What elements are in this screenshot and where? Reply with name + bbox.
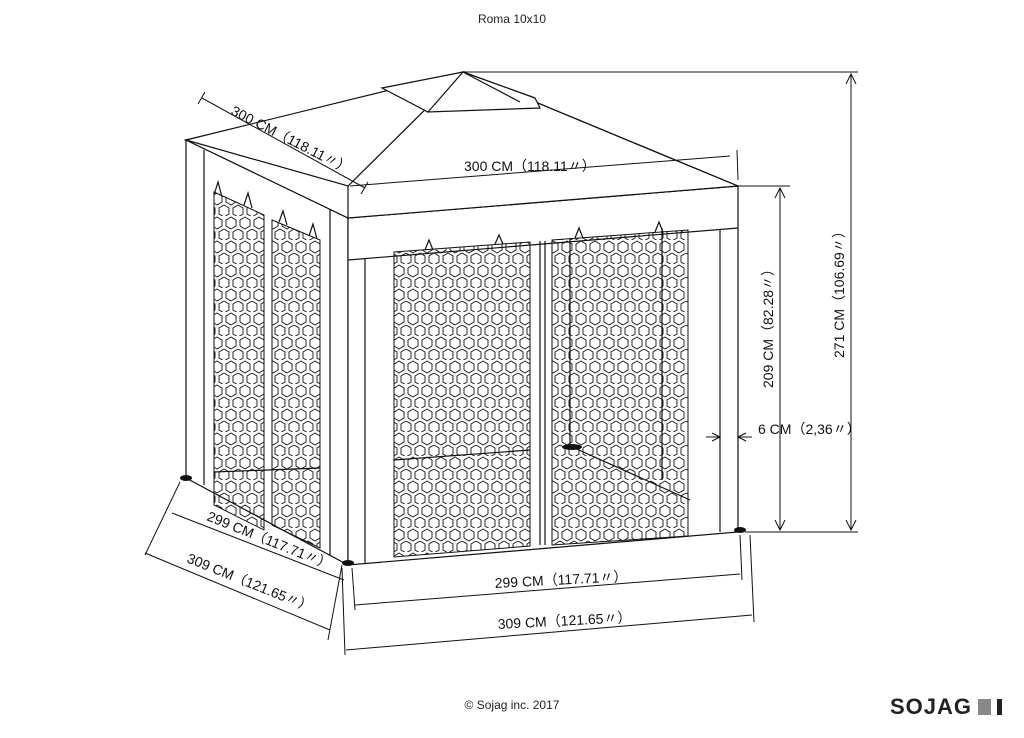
dimension-label-total-height: 271 CM（106.69〃） [831, 224, 847, 358]
dimension-label-front-inner: 299 CM（117.71〃） [494, 568, 627, 591]
diagram-title: Roma 10x10 [477, 12, 547, 26]
left-side-wall [185, 139, 349, 567]
dimension-label-front-outer: 309 CM（121.65〃） [497, 609, 631, 632]
front-net-panel-left [393, 241, 531, 558]
dimension-label-wall-height: 209 CM（82.28〃） [760, 262, 776, 388]
front-net-panel-right [551, 229, 689, 546]
left-net-panel [213, 191, 265, 531]
dimension-label-side-outer: 309 CM（121.65〃） [185, 550, 315, 615]
dimension-lines [144, 71, 858, 656]
logo-bar-icon [997, 699, 1002, 715]
logo-square-icon [978, 699, 991, 715]
gazebo-roof [183, 70, 739, 219]
dimension-label-post-width: 6 CM（2,36〃） [758, 421, 861, 437]
copyright-notice: © Sojag inc. 2017 [464, 698, 560, 712]
front-wall [180, 185, 746, 566]
dimension-label-roof-front: 300 CM（118.11〃） [464, 158, 596, 174]
brand-logo: SOJAG [890, 694, 1002, 720]
brand-name: SOJAG [889, 694, 972, 719]
left-net-panel [271, 219, 321, 549]
